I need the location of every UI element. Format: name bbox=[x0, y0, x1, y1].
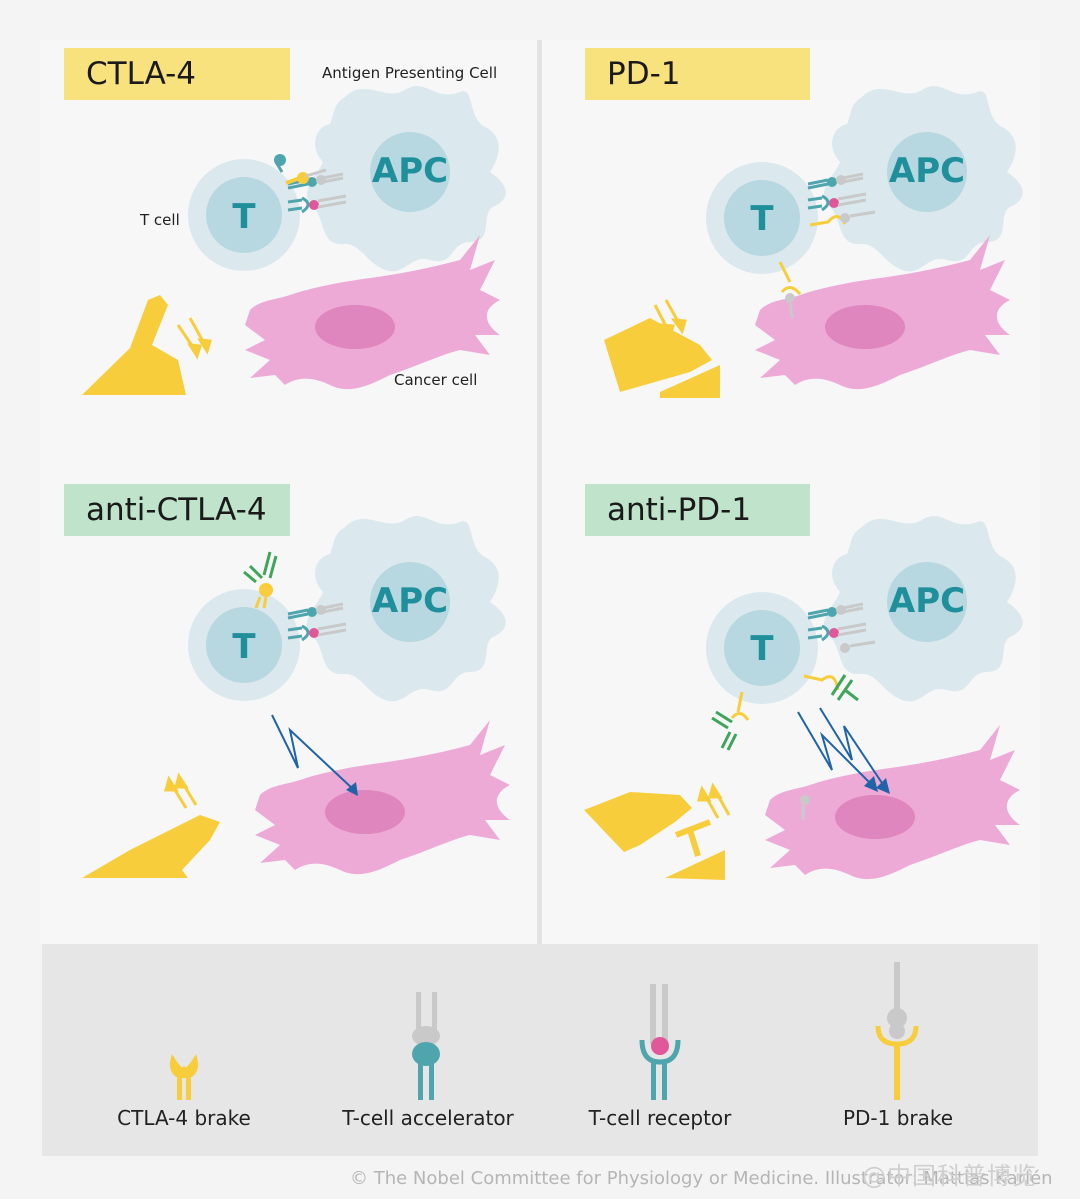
legend-pd1-brake: PD-1 brake bbox=[788, 944, 1008, 1156]
apc-text-anti-pd1: APC bbox=[889, 581, 965, 621]
legend-ctla4-brake: CTLA-4 brake bbox=[74, 944, 294, 1156]
title-anti-pd1: anti-PD-1 bbox=[585, 484, 810, 536]
t-cell-text-pd1: T bbox=[750, 199, 774, 239]
t-cell-label: T cell bbox=[140, 211, 180, 229]
legend: CTLA-4 brake T-cell accelerator T-cell r… bbox=[42, 944, 1038, 1156]
t-cell-text-anti-ctla4: T bbox=[232, 627, 256, 667]
legend-tcell-accelerator-label: T-cell accelerator bbox=[342, 1106, 514, 1130]
t-cell-text-ctla4: T bbox=[232, 197, 256, 237]
tcell-receptor-icon bbox=[639, 984, 681, 1100]
ctla4-brake-icon bbox=[170, 1054, 198, 1100]
cancer-cell-label: Cancer cell bbox=[394, 371, 478, 389]
legend-tcell-accelerator: T-cell accelerator bbox=[318, 944, 538, 1156]
t-cell-text-anti-pd1: T bbox=[750, 629, 774, 669]
title-anti-ctla4: anti-CTLA-4 bbox=[64, 484, 290, 536]
apc-text-anti-ctla4: APC bbox=[372, 581, 448, 621]
panel-divider bbox=[537, 40, 542, 945]
legend-pd1-brake-label: PD-1 brake bbox=[842, 1106, 954, 1130]
copyright-footer: © The Nobel Committee for Physiology or … bbox=[350, 1168, 1053, 1189]
pd1-brake-icon bbox=[875, 962, 919, 1100]
legend-ctla4-brake-label: CTLA-4 brake bbox=[117, 1106, 251, 1130]
legend-tcell-receptor: T-cell receptor bbox=[550, 944, 770, 1156]
title-pd1: PD-1 bbox=[585, 48, 810, 100]
apc-text-pd1: APC bbox=[889, 151, 965, 191]
apc-label: Antigen Presenting Cell bbox=[322, 64, 498, 82]
legend-tcell-receptor-label: T-cell receptor bbox=[588, 1106, 732, 1130]
title-ctla4: CTLA-4 bbox=[64, 48, 290, 100]
apc-text-ctla4: APC bbox=[372, 151, 448, 191]
tcell-accelerator-icon bbox=[412, 992, 440, 1100]
watermark: @中国科普博览 bbox=[862, 1162, 1037, 1190]
